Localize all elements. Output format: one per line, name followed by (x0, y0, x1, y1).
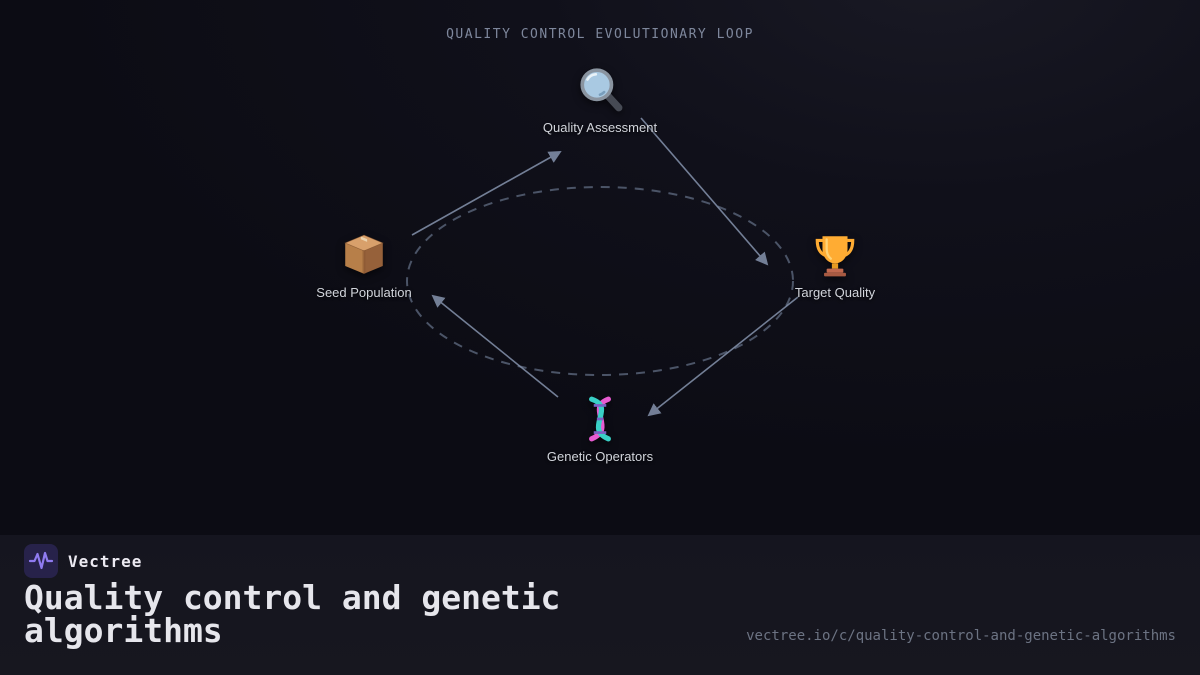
diagram-connectors (406, 117, 799, 417)
footer: Vectree Quality control and genetic algo… (0, 535, 1200, 675)
node-label: Target Quality (794, 285, 876, 300)
node-target-quality: Target Quality (725, 231, 945, 300)
node-label: Seed Population (316, 285, 412, 300)
magnifier-icon (576, 66, 624, 114)
diagram-canvas: QUALITY CONTROL EVOLUTIONARY LOOP Qualit (0, 0, 1200, 535)
diagram-title: QUALITY CONTROL EVOLUTIONARY LOOP (446, 27, 754, 42)
node-seed-population: Seed Population (254, 231, 474, 300)
node-label: Quality Assessment (542, 120, 658, 135)
footer-url: vectree.io/c/quality-control-and-genetic… (746, 628, 1176, 644)
arrow-assessment-to-target (640, 117, 769, 266)
dna-icon (576, 395, 624, 443)
arrow-operators-to-seed (431, 294, 559, 398)
waveform-icon (28, 551, 54, 570)
dashed-loop-arc (406, 186, 794, 376)
vectree-logo (24, 544, 58, 578)
node-quality-assessment: Quality Assessment (490, 66, 710, 135)
arrow-target-to-operators (647, 296, 799, 417)
arrow-seed-to-assessment (411, 151, 562, 236)
brand-name: Vectree (68, 551, 143, 571)
brand-row: Vectree (24, 544, 142, 578)
node-genetic-operators: Genetic Operators (490, 395, 710, 464)
package-icon (340, 231, 388, 279)
trophy-icon (811, 231, 859, 279)
node-label: Genetic Operators (546, 449, 654, 464)
page-title: Quality control and genetic algorithms (24, 578, 561, 650)
